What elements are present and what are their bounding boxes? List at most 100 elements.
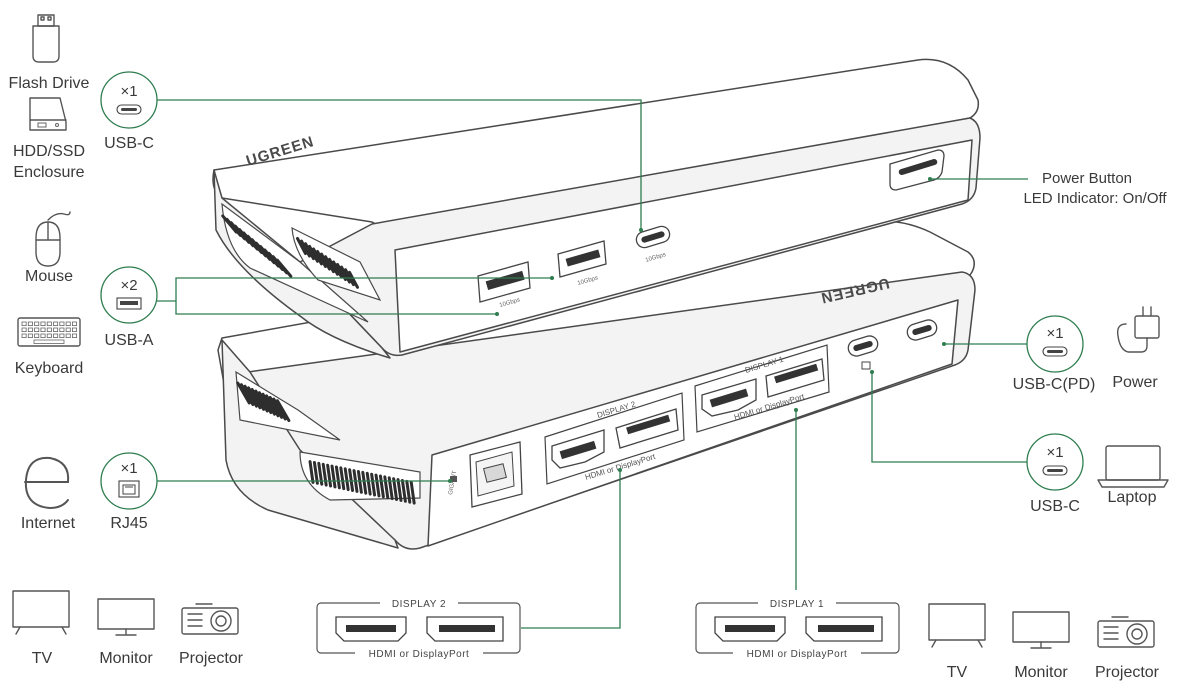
vent-slat (356, 470, 363, 494)
tv-icon (928, 603, 986, 648)
flash-drive-icon (32, 14, 60, 63)
vent-slat (296, 236, 307, 256)
vent-slat (332, 260, 343, 279)
upper-usb-c-port: 10Gbps (635, 225, 671, 264)
keyboard-key (21, 333, 27, 338)
vent-slat (405, 479, 412, 504)
svg-text:×2: ×2 (120, 277, 137, 294)
keyboard-key (65, 333, 71, 338)
callout-usb-a: ×2 (100, 266, 158, 324)
callout-usb-c-top: ×1 (100, 71, 158, 129)
vent-slat (312, 247, 323, 266)
vent-slat (334, 465, 341, 490)
monitor-icon (1012, 611, 1070, 649)
power-button-label: Power Button (1042, 170, 1132, 187)
vent-slat (317, 461, 324, 486)
keyboard-spacebar (33, 339, 65, 344)
keyboard-label: Keyboard (15, 360, 84, 377)
callout-usb-c-pd: ×1 (1026, 315, 1084, 373)
keyboard-key (34, 327, 40, 332)
vent-slat (396, 478, 403, 502)
svg-text:10Gbps: 10Gbps (645, 252, 667, 264)
lower-rj45-port: GIGABIT (448, 441, 523, 508)
lower-usb-c-laptop-port (847, 335, 879, 370)
usb-c-port-icon (1042, 346, 1068, 357)
vent-slat (361, 470, 368, 495)
rj45-port-icon (118, 480, 140, 498)
vent-slat (268, 395, 284, 419)
svg-text:×1: ×1 (1046, 325, 1063, 342)
svg-text:10Gbps: 10Gbps (499, 297, 521, 309)
keyboard-key (59, 333, 65, 338)
svg-text:GIGABIT: GIGABIT (448, 470, 458, 495)
flash-drive-label: Flash Drive (9, 75, 90, 92)
vent-slat (308, 460, 315, 484)
keyboard-key (21, 327, 27, 332)
vent-slat (316, 249, 327, 269)
keyboard-key (27, 327, 33, 332)
internet-label: Internet (21, 515, 76, 532)
power-adapter-icon (1116, 306, 1160, 353)
laptop-icon (1097, 445, 1169, 488)
keyboard-key (59, 321, 65, 326)
keyboard-key (21, 321, 27, 326)
svg-text:×1: ×1 (1046, 444, 1063, 461)
displayport-icon (805, 616, 883, 642)
vent-slat (328, 257, 339, 276)
tv-icon (12, 590, 70, 635)
callout-usb-c-laptop-label: USB-C (1030, 498, 1080, 515)
upper-hub-unit: UGREEN 10Gbps 10Gbps 10Gbps (212, 58, 981, 359)
hdd-label-line2: Enclosure (13, 164, 84, 181)
vent-slat (343, 467, 350, 492)
vent-slat (312, 461, 319, 485)
vent-slat (348, 468, 355, 492)
vent-slat (340, 265, 351, 284)
keyboard-key (40, 333, 46, 338)
lower-vent-top (236, 381, 291, 423)
internet-icon (24, 456, 70, 510)
vent-slat (336, 262, 347, 282)
tv-left-label: TV (32, 650, 53, 667)
callout-usb-c-laptop: ×1 (1026, 433, 1084, 491)
tv-right-label: TV (947, 664, 968, 681)
keyboard-key (40, 321, 46, 326)
vent-slat (308, 244, 319, 263)
monitor-right-label: Monitor (1014, 664, 1068, 681)
upper-usb-a-port-2: 10Gbps (557, 240, 607, 287)
mouse-label: Mouse (25, 268, 73, 285)
display1-panel-subtitle: HDMI or DisplayPort (747, 649, 848, 660)
display1-panel: DISPLAY 1 HDMI or DisplayPort (695, 598, 900, 660)
lower-display1-ports: DISPLAY 1 HDMI or DisplayPort (694, 344, 830, 433)
projector-left-label: Projector (179, 650, 244, 667)
vent-slat (387, 476, 394, 501)
usb-a-port-icon (116, 297, 142, 310)
monitor-left-label: Monitor (99, 650, 153, 667)
vent-slat (275, 399, 291, 423)
callout-usb-c-pd-label: USB-C(PD) (1013, 376, 1096, 393)
vent-slat (261, 392, 276, 416)
svg-text:×1: ×1 (120, 83, 137, 100)
display1-panel-title: DISPLAY 1 (770, 599, 824, 610)
keyboard-key (65, 321, 71, 326)
keyboard-key (53, 327, 59, 332)
usb-c-port-icon (116, 104, 142, 115)
vent-slat (254, 389, 269, 413)
keyboard-key (46, 333, 52, 338)
vent-slat (272, 397, 287, 421)
lower-hub-unit: UGREEN GIGABIT DISPLAY 2 HDMI or Display… (217, 220, 976, 550)
vent-slat (400, 479, 407, 503)
svg-text:×1: ×1 (120, 460, 137, 477)
vent-slat (250, 387, 266, 411)
vent-slat (320, 252, 331, 271)
vent-slat (300, 239, 311, 258)
upper-vent-right (296, 236, 359, 289)
svg-text:10Gbps: 10Gbps (577, 275, 599, 287)
vent-slat (339, 466, 346, 491)
keyboard-key (72, 327, 78, 332)
hdd-label-line1: HDD/SSD (13, 143, 85, 160)
vent-slat (257, 391, 273, 415)
vent-slat (275, 258, 293, 278)
mouse-icon (35, 211, 71, 267)
hdmi-port-icon (335, 616, 407, 642)
